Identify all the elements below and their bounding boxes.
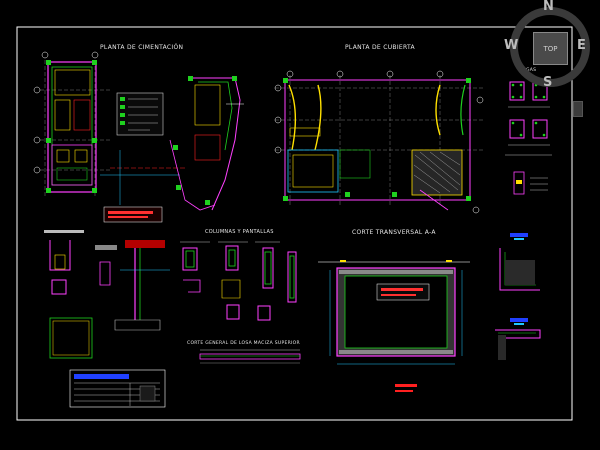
viewcube-menu-button[interactable]: [573, 101, 583, 117]
viewcube[interactable]: N W E S TOP: [504, 0, 597, 95]
foundation-plan-title: PLANTA DE CIMENTACIÓN: [100, 44, 184, 51]
column-details[interactable]: [180, 241, 297, 321]
beams-title: VIGAS: [521, 68, 537, 73]
compass-west[interactable]: W: [504, 38, 519, 53]
roof-hatch: [411, 149, 463, 196]
cross-section-aa[interactable]: [318, 260, 470, 392]
foundation-notes: [103, 206, 163, 223]
slab-section[interactable]: [199, 349, 301, 364]
compass-ring-icon[interactable]: [505, 3, 597, 95]
compass-east[interactable]: E: [577, 38, 586, 53]
columns-title: COLUMNAS Y PANTALLAS: [205, 229, 274, 235]
compass-south[interactable]: S: [543, 75, 553, 90]
roof-plan-title: PLANTA DE CUBIERTA: [345, 44, 415, 51]
roof-plan[interactable]: [274, 70, 485, 214]
beam-details[interactable]: [505, 81, 552, 195]
slab-section-title: CORTE GENERAL DE LOSA MACIZA SUPERIOR: [187, 341, 300, 346]
edge-details[interactable]: [495, 233, 541, 360]
compass-north[interactable]: N: [543, 0, 554, 14]
viewcube-top-face[interactable]: TOP: [533, 32, 568, 65]
sheet-border: [16, 26, 573, 421]
cross-section-title: CORTE TRANSVERSAL A-A: [352, 229, 436, 236]
foundation-plan[interactable]: [33, 51, 244, 223]
title-block[interactable]: [69, 369, 166, 408]
section-notes: [376, 283, 430, 301]
footing-details[interactable]: [44, 230, 170, 359]
